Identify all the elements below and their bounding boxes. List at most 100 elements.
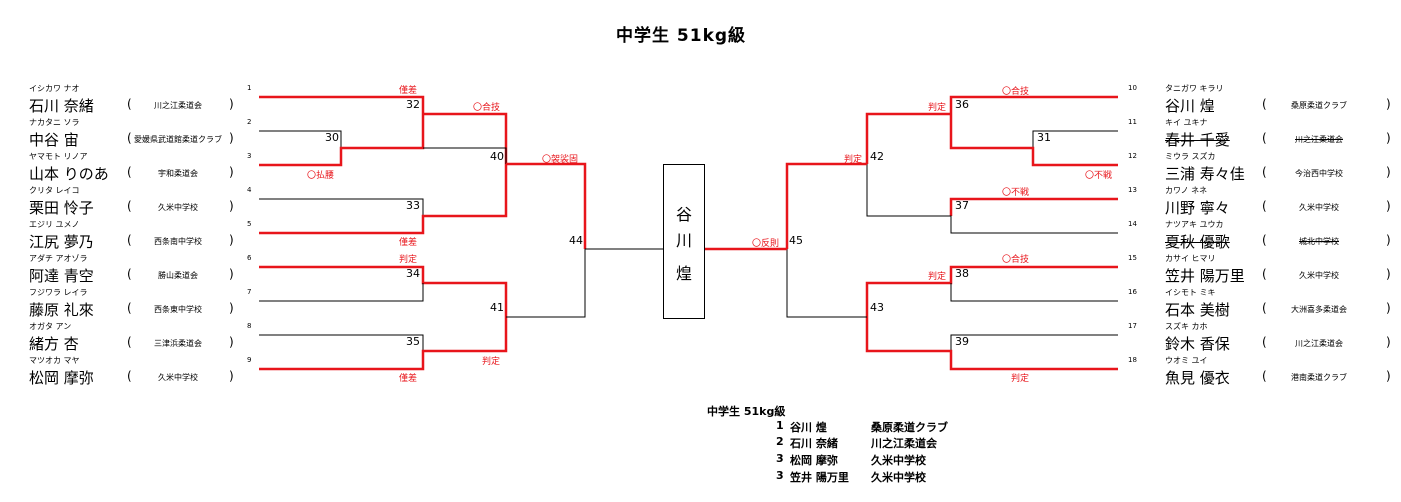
seed-number: 1: [247, 84, 252, 92]
player-name: 魚見 優衣: [1165, 369, 1230, 387]
result-label: 判定: [1011, 374, 1030, 384]
bracket-win-path: [865, 112, 951, 164]
bracket-path: [506, 249, 586, 318]
bracket-path: [950, 334, 1118, 351]
club-open-paren: (: [1262, 335, 1267, 349]
player-club: 桑原柔道クラブ: [1291, 101, 1347, 110]
club-open-paren: (: [127, 165, 132, 179]
champion-name-char: 川: [675, 231, 692, 250]
player-club: 港南柔道クラブ: [1291, 373, 1347, 382]
player-name: 山本 りのあ: [29, 165, 109, 183]
player-club: 三津浜柔道会: [154, 339, 202, 348]
club-close-paren: ): [1386, 131, 1391, 145]
club-open-paren: (: [1262, 369, 1267, 383]
player-kana: ウオミ ユイ: [1165, 356, 1208, 365]
result-label: 判定: [928, 103, 947, 113]
player-kana: キイ ユキナ: [1165, 118, 1208, 127]
player-club: 大洲喜多柔道会: [1291, 305, 1347, 314]
player-kana: クリタ レイコ: [29, 186, 80, 195]
result-label: 僅差: [399, 238, 418, 248]
player-kana: エジリ ユメノ: [29, 220, 80, 229]
match-number-32: 32: [406, 98, 420, 111]
bracket-path: [259, 130, 342, 148]
club-open-paren: (: [1262, 199, 1267, 213]
club-close-paren: ): [229, 369, 234, 383]
result-label: 〇払腰: [307, 171, 335, 181]
bracket-win-path: [423, 112, 508, 164]
club-close-paren: ): [229, 165, 234, 179]
seed-number: 14: [1128, 220, 1137, 228]
player-club: 川之江柔道会: [1295, 135, 1343, 144]
bracket-path: [786, 249, 867, 318]
club-close-paren: ): [229, 131, 234, 145]
summary-place: 3: [776, 469, 784, 482]
club-open-paren: (: [1262, 165, 1267, 179]
seed-number: 2: [247, 118, 252, 126]
club-open-paren: (: [1262, 267, 1267, 281]
summary-club: 桑原柔道クラブ: [871, 421, 948, 434]
bracket-win-path: [949, 95, 1118, 114]
bracket-win-path: [259, 95, 425, 114]
player-name: 藤原 礼來: [29, 301, 94, 319]
result-label: 〇合技: [1002, 255, 1030, 265]
match-number-45: 45: [789, 234, 803, 247]
club-close-paren: ): [229, 199, 234, 213]
summary-place: 3: [776, 452, 784, 465]
bracket-path: [866, 164, 1118, 234]
club-close-paren: ): [1386, 199, 1391, 213]
club-close-paren: ): [1386, 335, 1391, 349]
seed-number: 9: [247, 356, 252, 364]
match-number-42: 42: [870, 150, 884, 163]
result-label: 判定: [482, 357, 501, 367]
club-open-paren: (: [127, 267, 132, 281]
player-name: 石本 美樹: [1165, 301, 1230, 319]
club-close-paren: ): [1386, 97, 1391, 111]
result-label: 判定: [928, 272, 947, 282]
bracket-win-path: [259, 114, 425, 167]
player-name: 石川 奈緒: [29, 97, 94, 115]
seed-number: 4: [247, 186, 252, 194]
player-club: 西条南中学校: [154, 237, 202, 246]
champion-name-char: 谷: [675, 205, 692, 224]
player-kana: アダチ アオゾラ: [29, 254, 88, 263]
seed-number: 15: [1128, 254, 1137, 262]
bracket-win-path: [506, 162, 587, 249]
player-name: 阿達 青空: [29, 267, 94, 285]
bracket-win-path: [785, 162, 867, 249]
player-club: 勝山柔道会: [158, 271, 198, 280]
champion-box: 谷 川 煌: [663, 164, 705, 319]
player-kana: ミウラ スズカ: [1165, 152, 1216, 161]
summary-name: 松岡 摩弥: [790, 454, 838, 467]
match-number-31: 31: [1037, 131, 1051, 144]
bracket-win-path: [259, 317, 508, 371]
match-number-40: 40: [490, 150, 504, 163]
seed-number: 16: [1128, 288, 1137, 296]
player-club: 今治西中学校: [1295, 169, 1343, 178]
match-number-44: 44: [569, 234, 583, 247]
summary-name: 谷川 煌: [790, 421, 827, 434]
club-close-paren: ): [1386, 301, 1391, 315]
summary-place: 2: [776, 435, 784, 448]
seed-number: 12: [1128, 152, 1137, 160]
bracket-win-path: [865, 317, 1118, 371]
player-kana: カワノ ネネ: [1165, 186, 1208, 195]
match-number-33: 33: [406, 199, 420, 212]
club-open-paren: (: [127, 199, 132, 213]
player-name: 笠井 陽万里: [1165, 267, 1245, 285]
result-label: 〇合技: [1002, 87, 1030, 97]
result-label: 〇不戦: [1002, 188, 1030, 198]
player-name: 中谷 宙: [29, 131, 79, 149]
seed-number: 13: [1128, 186, 1137, 194]
seed-number: 3: [247, 152, 252, 160]
match-number-38: 38: [955, 267, 969, 280]
bracket-path: [259, 283, 424, 302]
bracket-win-path: [949, 197, 1118, 216]
bracket-path: [1032, 130, 1118, 148]
player-club: 城北中学校: [1299, 237, 1339, 246]
player-kana: イシモト ミキ: [1165, 288, 1216, 297]
club-open-paren: (: [127, 233, 132, 247]
club-open-paren: (: [1262, 131, 1267, 145]
player-kana: ヤマモト リノア: [29, 152, 88, 161]
player-name: 松岡 摩弥: [29, 369, 94, 387]
